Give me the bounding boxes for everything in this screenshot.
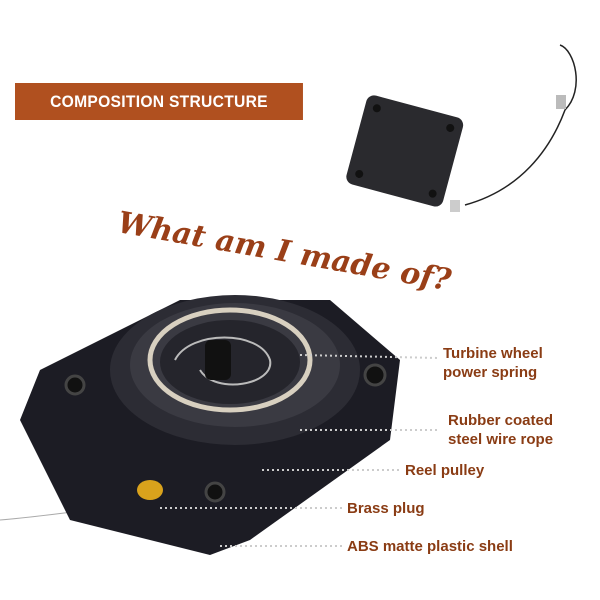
section-banner: COMPOSITION STRUCTURE bbox=[15, 83, 303, 120]
small-device-image bbox=[346, 44, 577, 212]
label-wire-rope: Rubber coated steel wire rope bbox=[448, 411, 553, 449]
label-line: steel wire rope bbox=[448, 431, 554, 448]
label-brass-plug: Brass plug bbox=[347, 500, 425, 517]
label-line: power spring bbox=[443, 364, 538, 381]
label-line: Rubber coated bbox=[448, 412, 554, 429]
label-line: Turbine wheel bbox=[443, 345, 543, 362]
label-reel-pulley: Reel pulley bbox=[405, 462, 485, 479]
leader-lines bbox=[160, 354, 440, 547]
label-abs-shell: ABS matte plastic shell bbox=[347, 538, 513, 555]
label-turbine-wheel: Turbine wheel power spring bbox=[443, 344, 543, 382]
large-device-cutaway bbox=[0, 295, 400, 555]
